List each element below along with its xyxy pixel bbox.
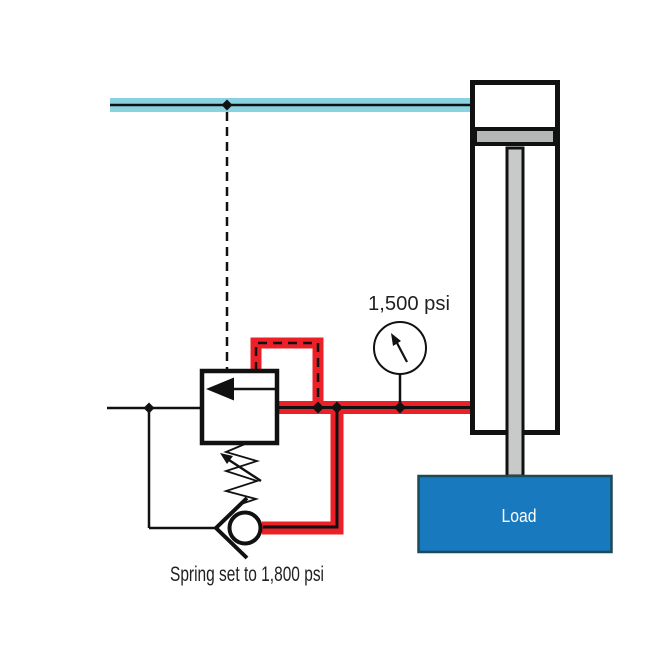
pressure-gauge [373,321,427,407]
pilot-loop-line-dashed [254,341,320,405]
relief-spring [220,443,262,505]
load-rect [417,474,613,554]
junction-dot [143,402,155,414]
hydraulic-cylinder [470,80,560,478]
gauge-reading-label: 1,500 psi [368,293,450,315]
spring-caption: Spring set to 1,800 psi [170,563,324,586]
load-label: Load [502,506,537,526]
junction-dot [312,401,324,414]
spring-zigzag-icon [222,443,261,505]
junction-dot [394,401,406,414]
check-valve-ball-icon [227,510,263,546]
branch-pressure-line-centerline [263,407,339,529]
gauge-needle-arrow-icon [391,333,401,346]
load-block: Load [417,474,613,554]
spring-adjust-arrow-icon [220,453,233,464]
gauge-needle [396,342,408,363]
junction-dot [221,99,233,111]
counterbalance-valve [199,368,280,446]
cylinder-piston [473,127,557,146]
valve-body [199,368,280,446]
check-valve-seat-icon [213,496,249,560]
spring-adjust-arrow-shaft [228,458,262,483]
check-valve [213,496,263,560]
pilot-loop-line-red [250,337,324,402]
cylinder-rod [505,146,525,478]
valve-flow-arrow-icon [206,377,234,401]
junction-dot [331,401,343,414]
